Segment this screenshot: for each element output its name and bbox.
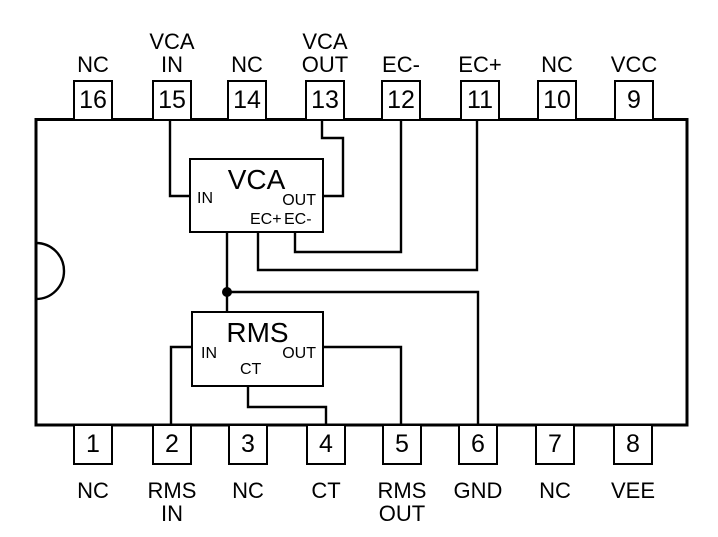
pin-16-label: NC bbox=[77, 51, 109, 77]
rms-port-ct: CT bbox=[240, 361, 262, 378]
pin-5-box: 5 bbox=[382, 424, 422, 465]
pin-10-label: NC bbox=[541, 51, 573, 77]
vca-block-title: VCA bbox=[227, 164, 286, 195]
pin-14-number: 14 bbox=[233, 86, 261, 114]
pin-3-number: 3 bbox=[241, 430, 255, 458]
pin-2-label: RMS IN bbox=[147, 478, 197, 527]
pin-16-number: 16 bbox=[79, 86, 107, 114]
pin-4-box: 4 bbox=[306, 424, 346, 465]
pin-7-label: NC bbox=[539, 478, 571, 503]
pin-5-number: 5 bbox=[395, 430, 409, 458]
pin-8-label: VEE bbox=[610, 478, 656, 503]
pin-6-box: 6 bbox=[458, 424, 498, 465]
pin-10-number: 10 bbox=[543, 86, 571, 114]
pin-15-label: VCA IN bbox=[149, 28, 195, 77]
wire-vca-ecminus-to-pin12 bbox=[293, 120, 403, 254]
pin-13-box: 13 bbox=[305, 80, 345, 121]
pin-12-number: 12 bbox=[387, 86, 415, 114]
pin1-indicator-notch bbox=[35, 241, 66, 301]
wire-pin15-to-vca-in bbox=[168, 120, 189, 198]
junction-dot bbox=[222, 287, 232, 297]
pin-14-box: 14 bbox=[227, 80, 267, 121]
rms-port-in: IN bbox=[201, 345, 217, 362]
pin-11-label: EC+ bbox=[458, 51, 502, 77]
pin-3-box: 3 bbox=[228, 424, 268, 465]
pin-8-number: 8 bbox=[626, 430, 640, 458]
rms-block: RMS IN OUT CT bbox=[191, 311, 324, 387]
pin-8-box: 8 bbox=[613, 424, 653, 465]
pin-15-number: 15 bbox=[158, 86, 186, 114]
wire-rms-out-to-pin5 bbox=[324, 345, 403, 424]
pin-6-label: GND bbox=[453, 478, 503, 503]
rms-port-out: OUT bbox=[282, 345, 316, 362]
pin-9-number: 9 bbox=[627, 86, 641, 114]
pin-13-number: 13 bbox=[311, 86, 339, 114]
wire-rms-ct-to-pin4 bbox=[246, 387, 328, 424]
pin-9-box: 9 bbox=[614, 80, 654, 121]
vca-port-ecminus: EC- bbox=[284, 211, 312, 228]
pin-12-label: EC- bbox=[382, 51, 420, 77]
wire-junction-to-pin6-gnd bbox=[227, 290, 480, 424]
pin-12-box: 12 bbox=[381, 80, 421, 121]
vca-block: VCA IN OUT EC+ EC- bbox=[189, 158, 324, 233]
pin-3-label: NC bbox=[232, 478, 264, 503]
pin-14-label: NC bbox=[231, 51, 263, 77]
pin-2-number: 2 bbox=[165, 430, 179, 458]
pin-15-box: 15 bbox=[152, 80, 192, 121]
wire-pin2-to-rms-in bbox=[169, 345, 191, 424]
wire-pin13-to-vca-out bbox=[320, 120, 345, 198]
vca-port-ecplus: EC+ bbox=[250, 211, 282, 228]
pin-6-number: 6 bbox=[471, 430, 485, 458]
pin-16-box: 16 bbox=[73, 80, 113, 121]
pin-9-label: VCC bbox=[610, 51, 658, 77]
pin-2-box: 2 bbox=[152, 424, 192, 465]
pin-1-number: 1 bbox=[86, 430, 100, 458]
pin-10-box: 10 bbox=[537, 80, 577, 121]
pin-7-box: 7 bbox=[535, 424, 575, 465]
rms-block-title: RMS bbox=[226, 317, 289, 348]
vca-port-out: OUT bbox=[282, 192, 316, 209]
pin-4-label: CT bbox=[311, 478, 341, 503]
pin-1-box: 1 bbox=[73, 424, 113, 465]
pin-7-number: 7 bbox=[548, 430, 562, 458]
pin-1-label: NC bbox=[77, 478, 109, 503]
pin-11-box: 11 bbox=[460, 80, 500, 121]
pin-11-number: 11 bbox=[467, 86, 493, 114]
pin-5-label: RMS OUT bbox=[377, 478, 427, 527]
wire-vca-ecplus-to-pin11 bbox=[256, 120, 479, 272]
pin-13-label: VCA OUT bbox=[301, 28, 349, 77]
chip-body-outline bbox=[34, 118, 689, 427]
pin-4-number: 4 bbox=[319, 430, 333, 458]
vca-port-in: IN bbox=[197, 190, 213, 207]
